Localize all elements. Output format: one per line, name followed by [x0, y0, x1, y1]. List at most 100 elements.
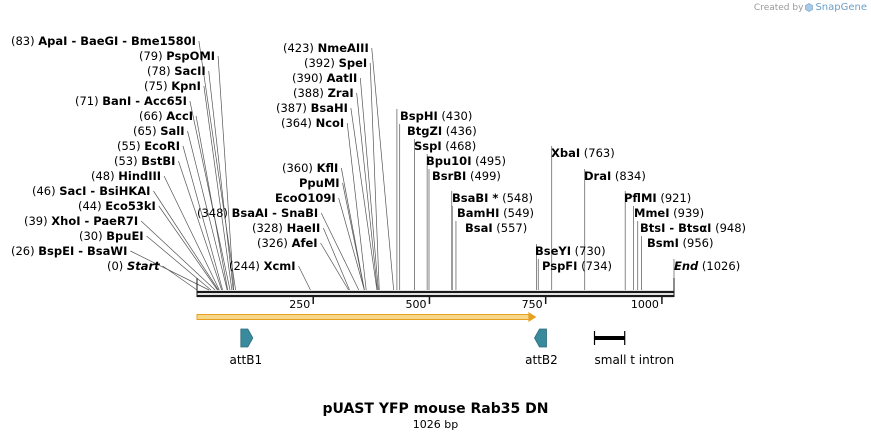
- site-enzyme-name: BtsI: [640, 221, 665, 235]
- site-label: End (1026): [674, 259, 740, 273]
- site-position: (48): [91, 169, 118, 183]
- site-enzyme-name: KpnI: [171, 79, 201, 93]
- restriction-site: Bpu10I (495): [426, 154, 506, 168]
- restriction-site: PflMI (921): [624, 191, 691, 205]
- site-label: (0) Start: [107, 259, 160, 273]
- restriction-site: PpuMI: [299, 176, 340, 190]
- site-label: BspHI (430): [400, 109, 472, 123]
- site-enzyme-name: BsaWI: [87, 244, 127, 258]
- site-label: (244) XcmI: [229, 259, 296, 273]
- site-enzyme-name: PspOMI: [166, 49, 215, 63]
- site-position: (360): [282, 161, 317, 175]
- site-position: (46): [32, 184, 59, 198]
- feature-attb2: attB2: [525, 328, 558, 367]
- site-position: (79): [139, 49, 166, 63]
- site-enzyme-name: BsaBI *: [452, 191, 498, 205]
- site-enzyme-name: BspEI: [38, 244, 74, 258]
- site-position: (939): [670, 206, 705, 220]
- site-label: DraI (834): [584, 169, 646, 183]
- site-position: (388): [293, 86, 328, 100]
- site-leader: [359, 77, 379, 291]
- restriction-site: (79) PspOMI: [139, 49, 215, 63]
- site-enzyme-name: SalI: [160, 124, 184, 138]
- restriction-site: BsrBI (499): [432, 169, 501, 183]
- site-enzyme-name: AccI: [166, 109, 193, 123]
- site-leader: [356, 92, 378, 291]
- site-position: (0): [107, 259, 127, 273]
- restriction-site: MmeI (939): [634, 206, 704, 220]
- site-enzyme-name: BanI: [102, 94, 131, 108]
- site-position: (956): [679, 236, 714, 250]
- restriction-site: (244) XcmI: [229, 259, 296, 273]
- site-label: BamHI (549): [457, 206, 534, 220]
- site-position: (71): [75, 94, 102, 108]
- site-position: (75): [144, 79, 171, 93]
- site-position: (390): [292, 71, 327, 85]
- site-position: (557): [493, 221, 528, 235]
- site-enzyme-name: ApaI: [38, 34, 67, 48]
- site-label: (75) KpnI: [144, 79, 201, 93]
- restriction-site: (387) BsaHI: [276, 101, 348, 115]
- site-position: (44): [78, 199, 105, 213]
- site-label: (328) HaeII: [252, 221, 320, 235]
- site-position: (78): [147, 64, 174, 78]
- site-position: (83): [11, 34, 38, 48]
- site-label: SspI (468): [414, 139, 476, 153]
- watermark-prefix: Created by: [753, 2, 804, 13]
- site-position: (948): [711, 221, 746, 235]
- site-position: (65): [133, 124, 160, 138]
- restriction-site: BsaI (557): [465, 221, 527, 235]
- site-label: BtgZI (436): [407, 124, 477, 138]
- restriction-site: (83) ApaI - BaeGI - Bme1580I: [11, 34, 196, 48]
- restriction-site: BspHI (430): [400, 109, 472, 123]
- restriction-site: (423) NmeAIII: [283, 41, 369, 55]
- site-enzyme-name: BsaHI: [311, 101, 348, 115]
- restriction-site: (326) AfeI: [257, 236, 318, 250]
- feature-orf: [196, 312, 537, 322]
- site-label: (26) BspEI - BsaWI: [11, 244, 127, 258]
- site-position: (423): [283, 41, 318, 55]
- site-enzyme-name: Eco53kI: [105, 199, 156, 213]
- restriction-site: (348) BsaAI - SnaBI: [197, 206, 318, 220]
- site-enzyme-name: BspHI: [400, 109, 438, 123]
- site-position: (328): [252, 221, 287, 235]
- restriction-site: (46) SacI - BsiHKAI: [32, 184, 150, 198]
- site-label: BsmI (956): [647, 236, 713, 250]
- restriction-site: EcoO109I: [275, 191, 336, 205]
- site-enzyme-name: Bpu10I: [426, 154, 471, 168]
- site-position: (26): [11, 244, 38, 258]
- site-label: BseYI (730): [535, 244, 606, 258]
- site-enzyme-name: PpuMI: [299, 176, 340, 190]
- site-position: (734): [577, 259, 612, 273]
- attb-arrow-icon: [534, 328, 547, 348]
- site-enzyme-name: -: [131, 94, 144, 108]
- site-label: (44) Eco53kI: [78, 199, 156, 213]
- site-enzyme-name: SpeI: [339, 56, 368, 70]
- site-label: (83) ApaI - BaeGI - Bme1580I: [11, 34, 196, 48]
- site-position: (921): [657, 191, 692, 205]
- site-leader: [158, 205, 218, 291]
- site-enzyme-name: -: [665, 221, 678, 235]
- site-position: (499): [466, 169, 501, 183]
- site-leader: [323, 227, 350, 291]
- restriction-site: (48) HindIII: [91, 169, 161, 183]
- snapgene-logo-icon: [805, 3, 814, 12]
- site-label: PspFI (734): [542, 259, 612, 273]
- site-enzyme-name: MmeI: [634, 206, 670, 220]
- attb-arrow-icon: [240, 328, 254, 348]
- site-label: (55) EcoRI: [117, 139, 180, 153]
- site-position: (39): [24, 214, 51, 228]
- site-enzyme-name: BsiHKAI: [99, 184, 150, 198]
- site-label: MmeI (939): [634, 206, 704, 220]
- restriction-site: BsaBI * (548): [452, 191, 533, 205]
- site-enzyme-name: KflI: [317, 161, 339, 175]
- watermark-brand: SnapGene: [815, 2, 867, 13]
- sequence-backbone: [196, 278, 675, 298]
- site-leader: [371, 47, 395, 291]
- site-leader: [208, 70, 234, 291]
- site-position: (548): [498, 191, 533, 205]
- site-label: (78) SacII: [147, 64, 206, 78]
- feature-label: small t intron: [595, 353, 675, 367]
- site-leader: [320, 212, 360, 291]
